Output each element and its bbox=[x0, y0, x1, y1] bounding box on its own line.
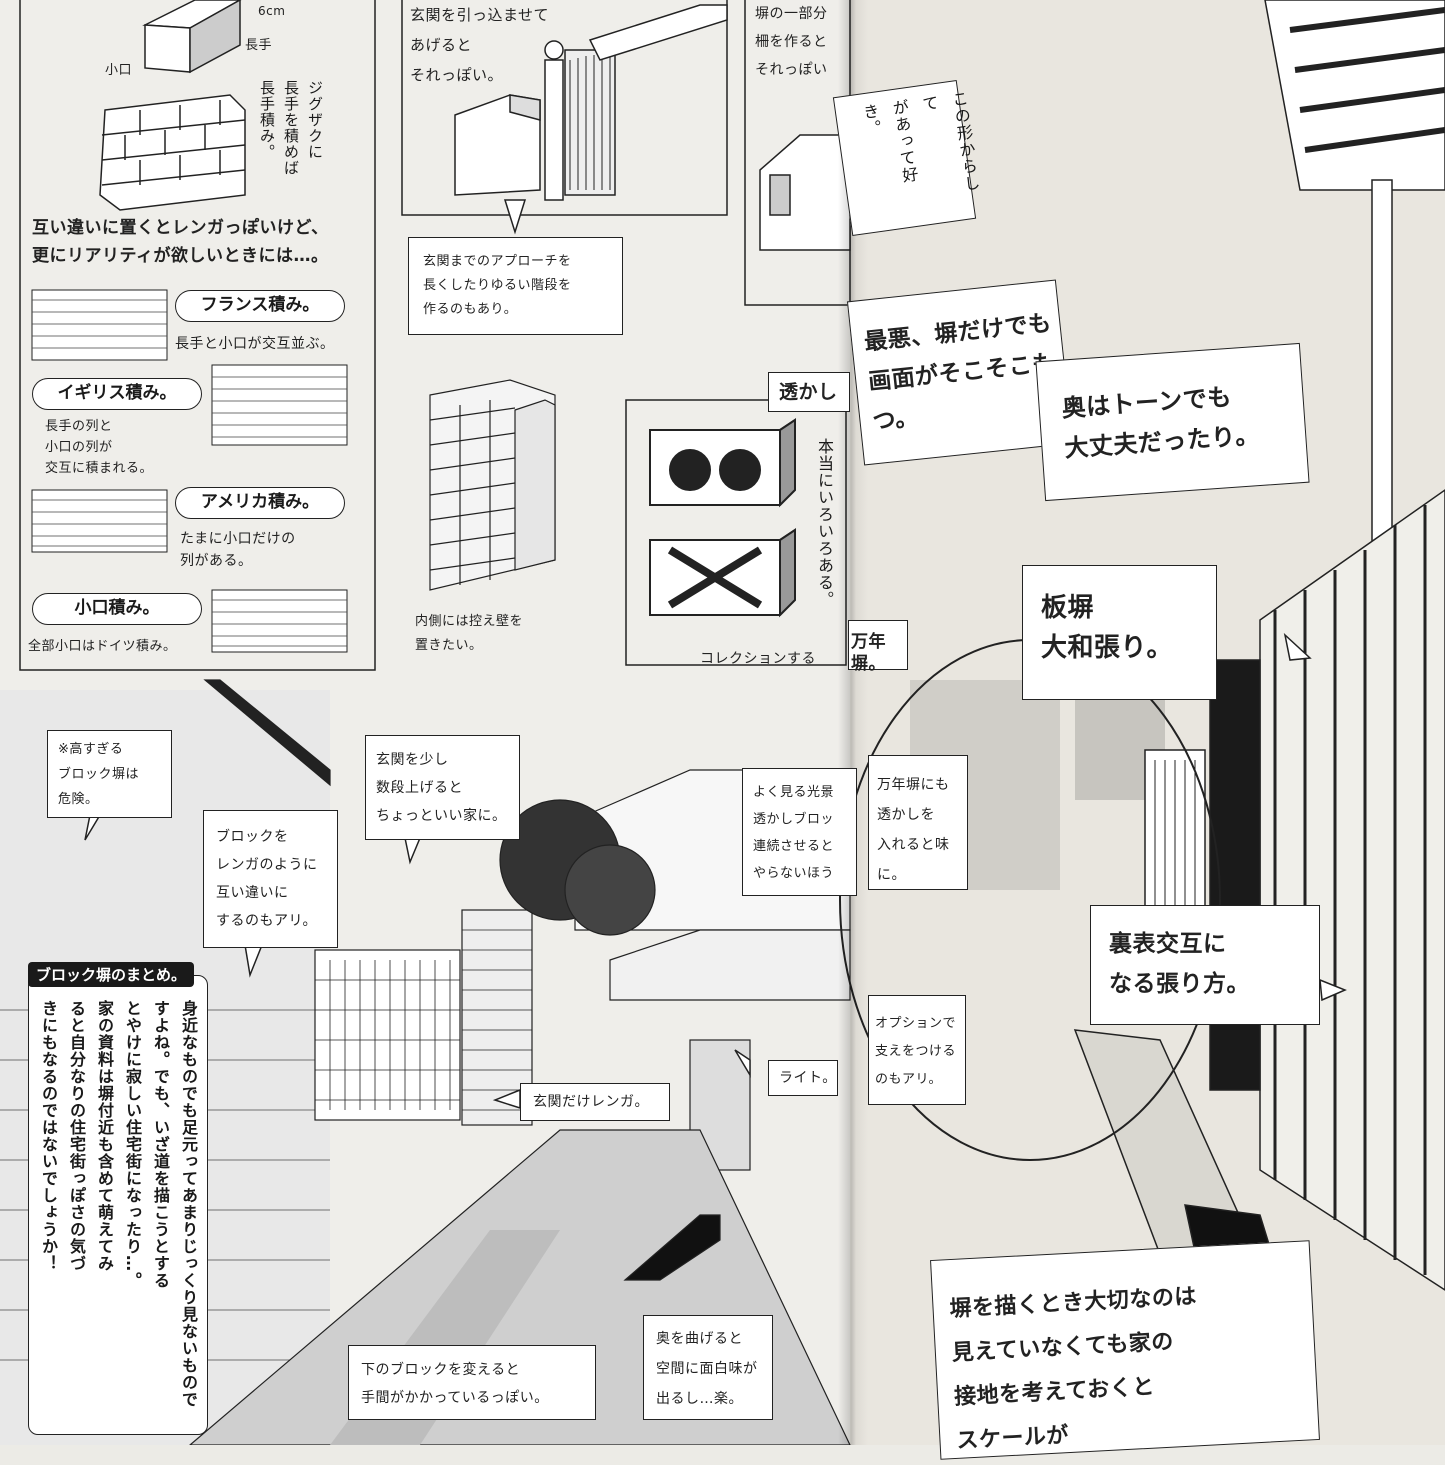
mannen-title-box: 万年塀。 bbox=[848, 620, 908, 674]
american-bond-desc: たまに小口だけの 列がある。 bbox=[180, 531, 296, 569]
warning-note-box: ※高すぎる ブロック塀は 危険。 bbox=[47, 730, 172, 818]
koguchi-label: 小口 bbox=[105, 63, 133, 78]
itabei-note: 板塀 大和張り。 bbox=[1041, 593, 1173, 663]
fence-note: 塀の一部分 柵を作ると それっぽい bbox=[755, 6, 828, 78]
entrance-note: 玄関を引っ込ませて あげると それっぽい。 bbox=[410, 6, 550, 84]
brick-like-note-box: ブロックを レンガのように 互い違いに するのもアリ。 bbox=[203, 810, 338, 948]
buttress-illustration bbox=[429, 379, 556, 591]
header-bond-title: 小口積み。 bbox=[32, 593, 202, 625]
raise-entrance-note-box: 玄関を少し 数段上げると ちょっといい家に。 bbox=[365, 735, 520, 840]
light-note-box: ライト。 bbox=[768, 1060, 838, 1096]
important-note: 塀を描くとき大切なのは 見えていなくても家の 接地を考えておくと スケールが bbox=[948, 1284, 1198, 1454]
perforated-blocks bbox=[625, 399, 847, 666]
variety-note: 本当にいろいろある。 bbox=[815, 438, 834, 608]
header-bond-desc: 全部小口はドイツ積み。 bbox=[28, 639, 177, 654]
page-gutter bbox=[838, 0, 868, 1445]
sukashi-title-box: 透かし bbox=[768, 372, 850, 412]
tone-note: 奥はトーンでも 大丈夫だったり。 bbox=[1060, 382, 1261, 463]
brick-entrance-note: 玄関だけレンガ。 bbox=[533, 1094, 649, 1110]
mannen-note-box: 万年塀にも 透かしを 入れると味に。 bbox=[868, 755, 968, 890]
english-bond-title: イギリス積み。 bbox=[32, 378, 202, 410]
buttress-note: 内側には控え壁を 置きたい。 bbox=[415, 614, 524, 653]
english-bond-desc: 長手の列と 小口の列が 交互に積まれる。 bbox=[45, 419, 154, 476]
brick-entrance-note-box: 玄関だけレンガ。 bbox=[520, 1083, 670, 1121]
option-note-box: オプションで 支えをつける のもアリ。 bbox=[868, 995, 966, 1105]
brick-swatch-lines bbox=[32, 299, 347, 647]
collection-note: コレクションする bbox=[700, 651, 816, 667]
nagate-label: 長手 bbox=[245, 38, 273, 53]
alternate-note: 裏表交互に なる張り方。 bbox=[1109, 931, 1250, 997]
top-left-frame bbox=[19, 0, 376, 671]
approach-note-box: 玄関までのアプローチを 長くしたりゆるい階段を 作るのもあり。 bbox=[408, 237, 623, 335]
zigzag-note: ジグザクに 長手を積めば 長手積み。 bbox=[258, 80, 324, 176]
lower-block-note-box: 下のブロックを変えると 手間がかかっているっぽい。 bbox=[348, 1345, 596, 1420]
option-note: オプションで 支えをつける のもアリ。 bbox=[875, 1016, 957, 1087]
raise-entrance-note: 玄関を少し 数段上げると ちょっといい家に。 bbox=[376, 752, 507, 824]
sukashi-title: 透かし bbox=[779, 381, 838, 403]
itabei-note-box: 板塀 大和張り。 bbox=[1022, 565, 1217, 700]
alternate-note-box: 裏表交互に なる張り方。 bbox=[1090, 905, 1320, 1025]
brick-like-note: ブロックを レンガのように 互い違いに するのもアリ。 bbox=[216, 829, 318, 929]
american-bond-title: アメリカ積み。 bbox=[175, 487, 345, 519]
lower-block-note: 下のブロックを変えると 手間がかかっているっぽい。 bbox=[361, 1362, 549, 1406]
mannen-note: 万年塀にも 透かしを 入れると味に。 bbox=[877, 777, 950, 883]
summary-title: ブロック塀のまとめ。 bbox=[28, 962, 195, 987]
shape-note-box: この形からして があって好き。 bbox=[832, 79, 981, 237]
warning-note: ※高すぎる ブロック塀は 危険。 bbox=[58, 742, 140, 807]
light-note: ライト。 bbox=[779, 1070, 837, 1086]
french-bond-desc: 長手と小口が交互並ぶ。 bbox=[175, 336, 335, 352]
mannen-title: 万年塀。 bbox=[851, 632, 886, 674]
gate-illustration bbox=[401, 0, 728, 216]
important-note-box: 塀を描くとき大切なのは 見えていなくても家の 接地を考えておくと スケールが bbox=[930, 1240, 1320, 1460]
intro-line-1: 互い違いに置くとレンガっぽいけど、 bbox=[32, 218, 329, 238]
intro-line-2: 更にリアリティが欲しいときには…。 bbox=[32, 246, 329, 266]
summary-text: 身近なものでも足元ってあまりじっくり見ないもので すよね。でも、いざ道を描こうと… bbox=[39, 1000, 198, 1408]
size-label: 6cm bbox=[258, 4, 286, 18]
french-bond-title: フランス積み。 bbox=[175, 290, 345, 322]
tone-note-box: 奥はトーンでも 大丈夫だったり。 bbox=[1035, 342, 1310, 502]
shape-note: この形からして があって好き。 bbox=[859, 89, 982, 194]
partial-fence-illustration bbox=[744, 0, 851, 306]
turn-note-box: 奥を曲げると 空間に面白味が 出るし…楽。 bbox=[643, 1315, 773, 1420]
common-scene-note-box: よく見る光景 透かしブロッ 連続させると やらないほう bbox=[742, 768, 857, 896]
right-page-scene bbox=[839, 0, 1445, 1361]
brick-illustration bbox=[99, 0, 246, 211]
summary-box bbox=[28, 975, 208, 1435]
common-scene-note: よく見る光景 透かしブロッ 連続させると やらないほう bbox=[753, 785, 835, 881]
approach-note: 玄関までのアプローチを 長くしたりゆるい階段を 作るのもあり。 bbox=[423, 254, 572, 317]
turn-note: 奥を曲げると 空間に面白味が 出るし…楽。 bbox=[656, 1331, 758, 1407]
